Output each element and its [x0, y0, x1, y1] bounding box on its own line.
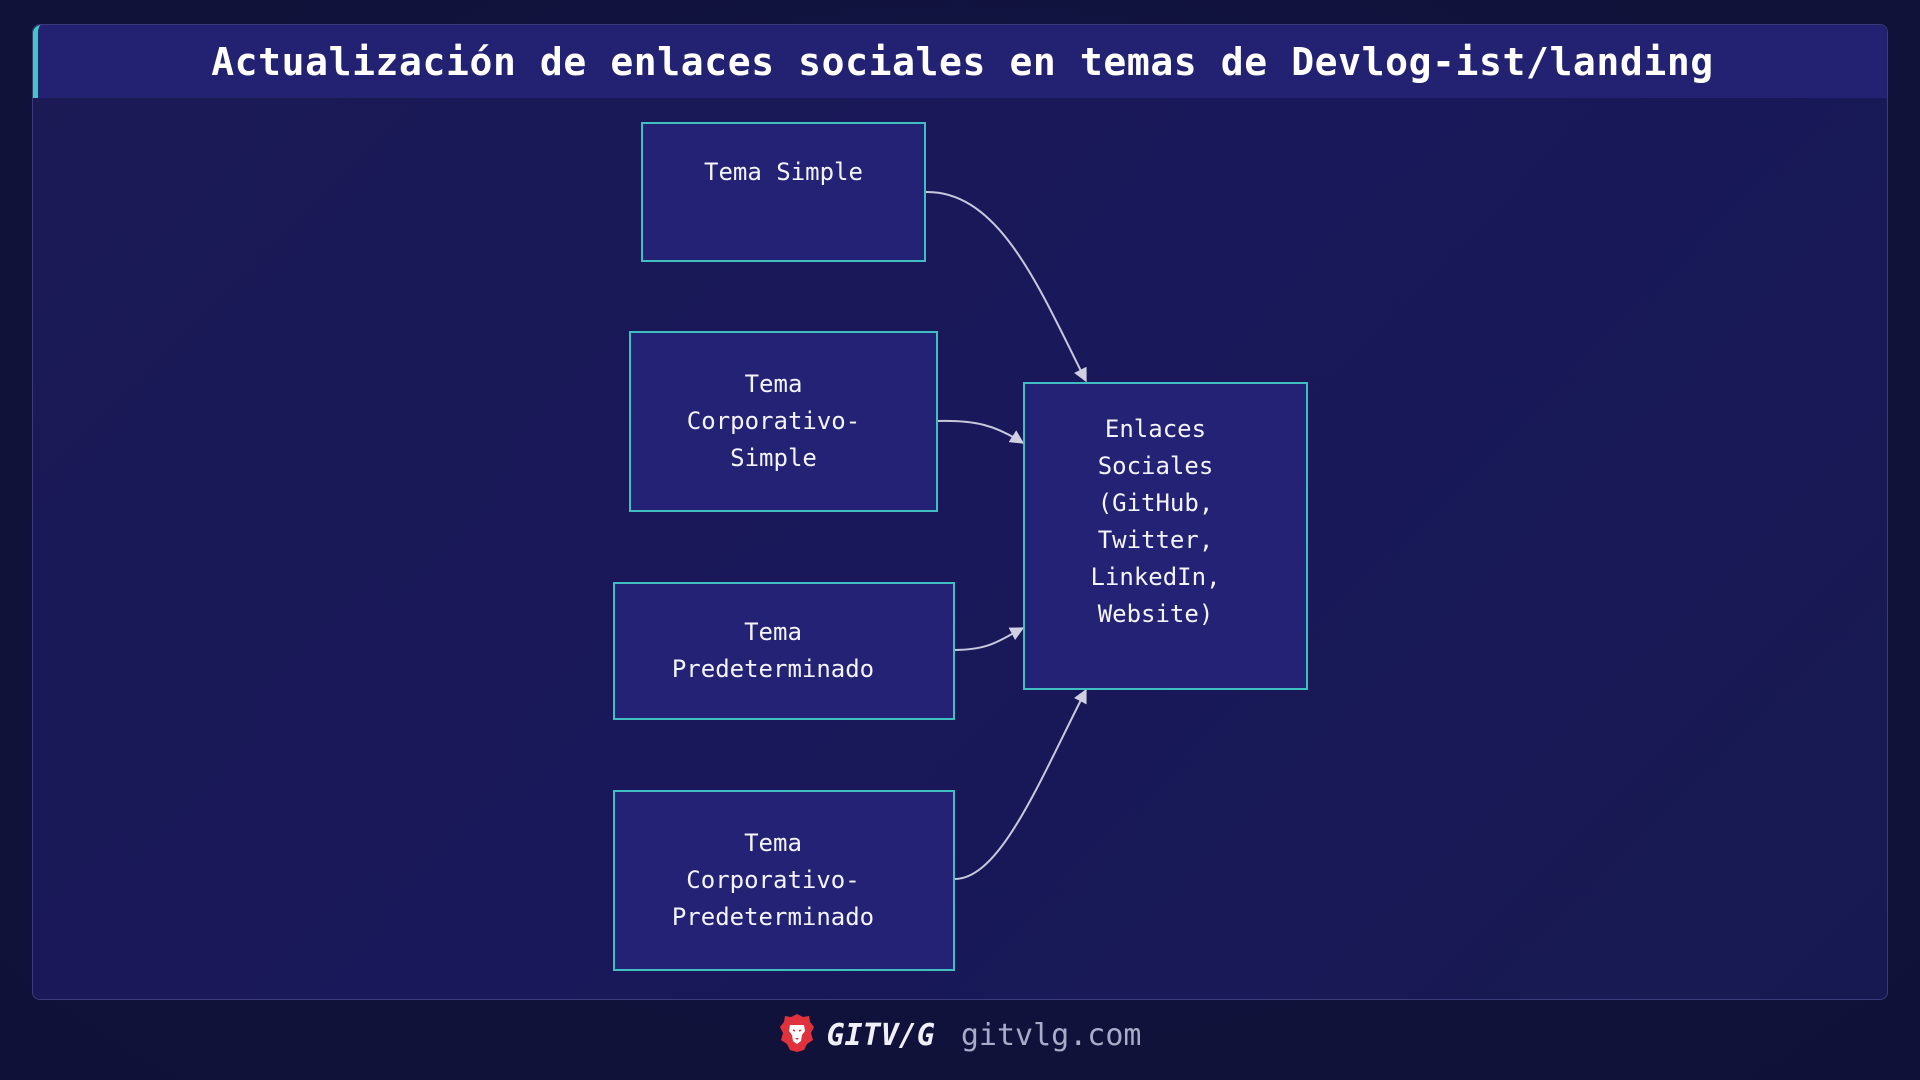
node-label: Enlaces Sociales (GitHub, Twitter, Linke…: [1090, 415, 1221, 628]
node-tema-corporativo-predeterminado: Tema Corporativo- Predeterminado: [613, 790, 955, 971]
node-label: Tema Predeterminado: [671, 618, 875, 683]
node-tema-corporativo-simple: Tema Corporativo- Simple: [629, 331, 938, 512]
node-tema-predeterminado: Tema Predeterminado: [613, 582, 955, 720]
node-label: Tema Simple: [704, 158, 863, 186]
lion-icon: [779, 1013, 815, 1057]
page-title: Actualización de enlaces sociales en tem…: [211, 39, 1714, 84]
site-link[interactable]: gitvlg.com: [960, 1017, 1142, 1053]
brand-logo-text: GITV/G: [826, 1017, 935, 1053]
node-label: Tema Corporativo- Simple: [686, 370, 861, 472]
title-bar: Actualización de enlaces sociales en tem…: [33, 25, 1887, 98]
node-enlaces-sociales: Enlaces Sociales (GitHub, Twitter, Linke…: [1023, 382, 1308, 690]
footer: GITV/G gitvlg.com: [0, 1010, 1920, 1060]
node-label: Tema Corporativo- Predeterminado: [671, 829, 875, 931]
node-tema-simple: Tema Simple: [641, 122, 926, 262]
diagram-panel: Actualización de enlaces sociales en tem…: [32, 24, 1888, 1000]
